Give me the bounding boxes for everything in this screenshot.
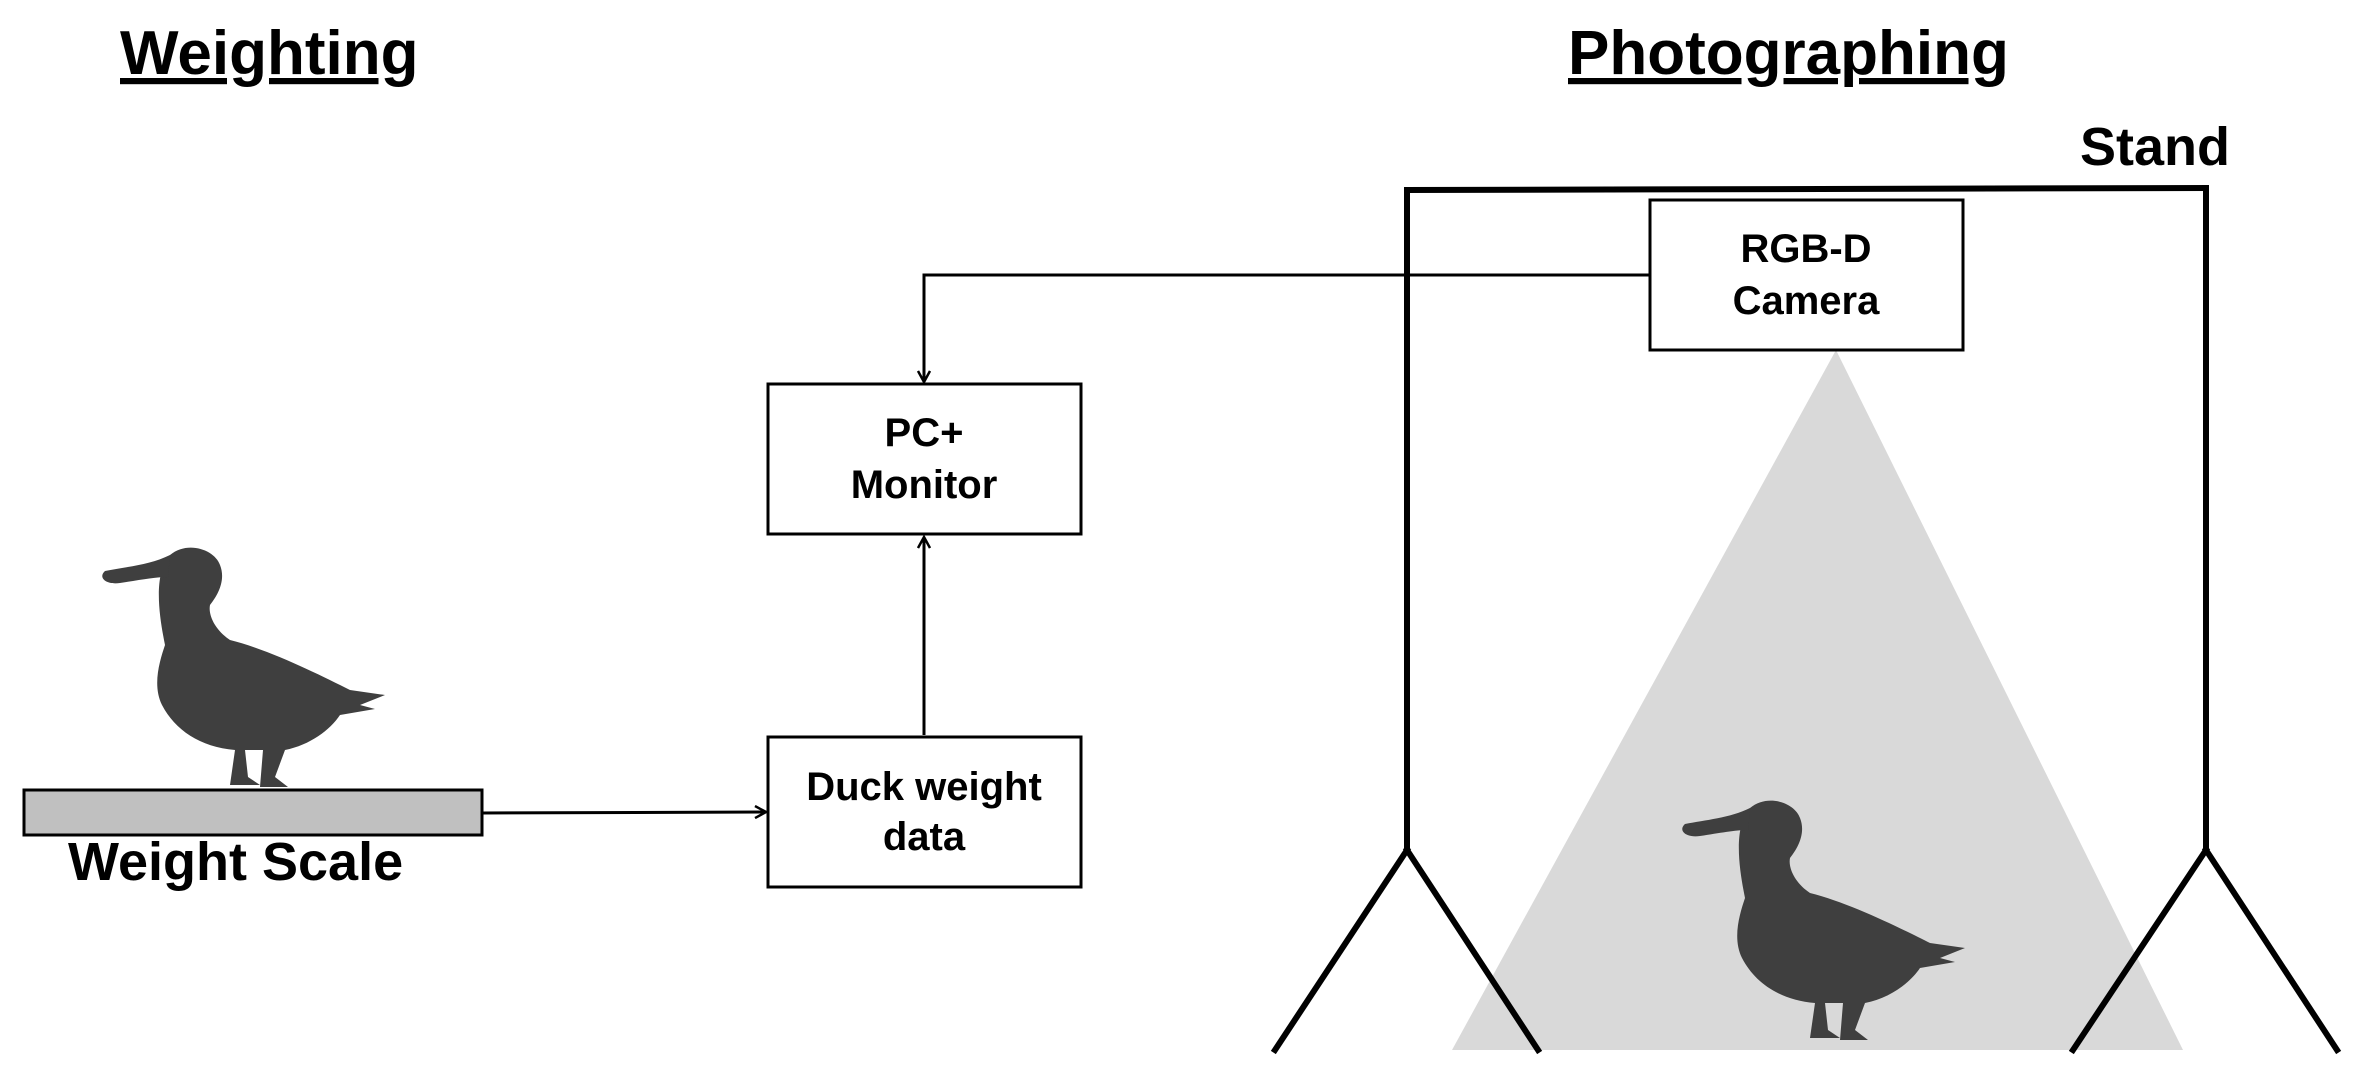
heading-photographing: Photographing [1568, 19, 2009, 88]
rgbd-camera-box: RGB-D Camera [1648, 198, 1965, 352]
stand-label: Stand [2080, 117, 2230, 177]
pc-label-line2: Monitor [851, 463, 998, 507]
heading-weighting: Weighting [120, 19, 418, 88]
weight-scale-label: Weight Scale [68, 832, 403, 892]
camera-light-cone [1452, 350, 2183, 1050]
duck-weight-data-box: Duck weight data [766, 735, 1083, 889]
weight-data-label-line1: Duck weight [806, 765, 1042, 809]
pc-label-line1: PC+ [885, 411, 964, 455]
camera-label-line1: RGB-D [1740, 227, 1871, 271]
arrow-camera-to-pc [924, 273, 1650, 382]
weight-scale [22, 788, 484, 837]
pc-monitor-box: PC+ Monitor [766, 382, 1083, 536]
weight-data-label-line2: data [883, 815, 966, 859]
arrows [481, 273, 1650, 813]
arrow-scale-to-data [481, 812, 766, 813]
camera-stand [1270, 184, 2342, 1055]
duck-silhouette-icon [102, 547, 385, 787]
camera-label-line2: Camera [1733, 279, 1881, 323]
